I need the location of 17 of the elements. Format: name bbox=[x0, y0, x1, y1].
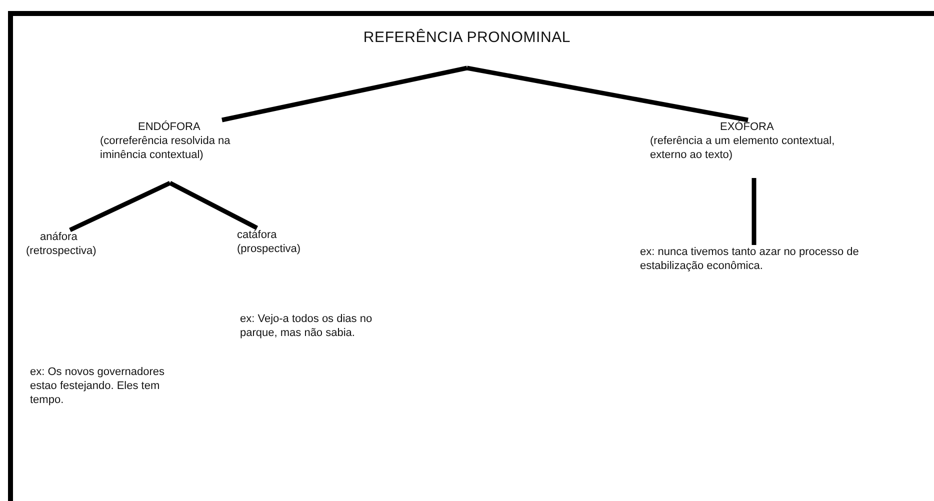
diagram-heading: REFERÊNCIA PRONOMINAL bbox=[363, 28, 571, 48]
term-label: ENDÓFORA bbox=[138, 120, 200, 134]
term-label: catáfora bbox=[237, 228, 277, 242]
branch-line bbox=[752, 178, 756, 245]
example-text: ex: Os novos governadores estao festejando. Eles tem tempo. bbox=[30, 365, 166, 407]
branch-line bbox=[222, 66, 468, 122]
branch-line bbox=[69, 180, 171, 232]
term-description: (correferência resolvida na iminência contextual) bbox=[100, 134, 232, 162]
branch-line bbox=[168, 181, 258, 230]
term-description: (prospectiva) bbox=[237, 242, 301, 256]
term-label: anáfora bbox=[40, 230, 78, 244]
example-text: ex: Vejo-a todos os dias no parque, mas não sabia. bbox=[240, 312, 374, 340]
term-description: (referência a um elemento contextual, externo ao texto) bbox=[650, 134, 835, 162]
branch-line bbox=[466, 66, 748, 122]
term-description: (retrospectiva) bbox=[26, 244, 96, 258]
term-label: EXÓFORA bbox=[720, 120, 774, 134]
term-label: ex: nunca tivemos tanto azar no processo de estabilização econômica. bbox=[640, 245, 860, 273]
